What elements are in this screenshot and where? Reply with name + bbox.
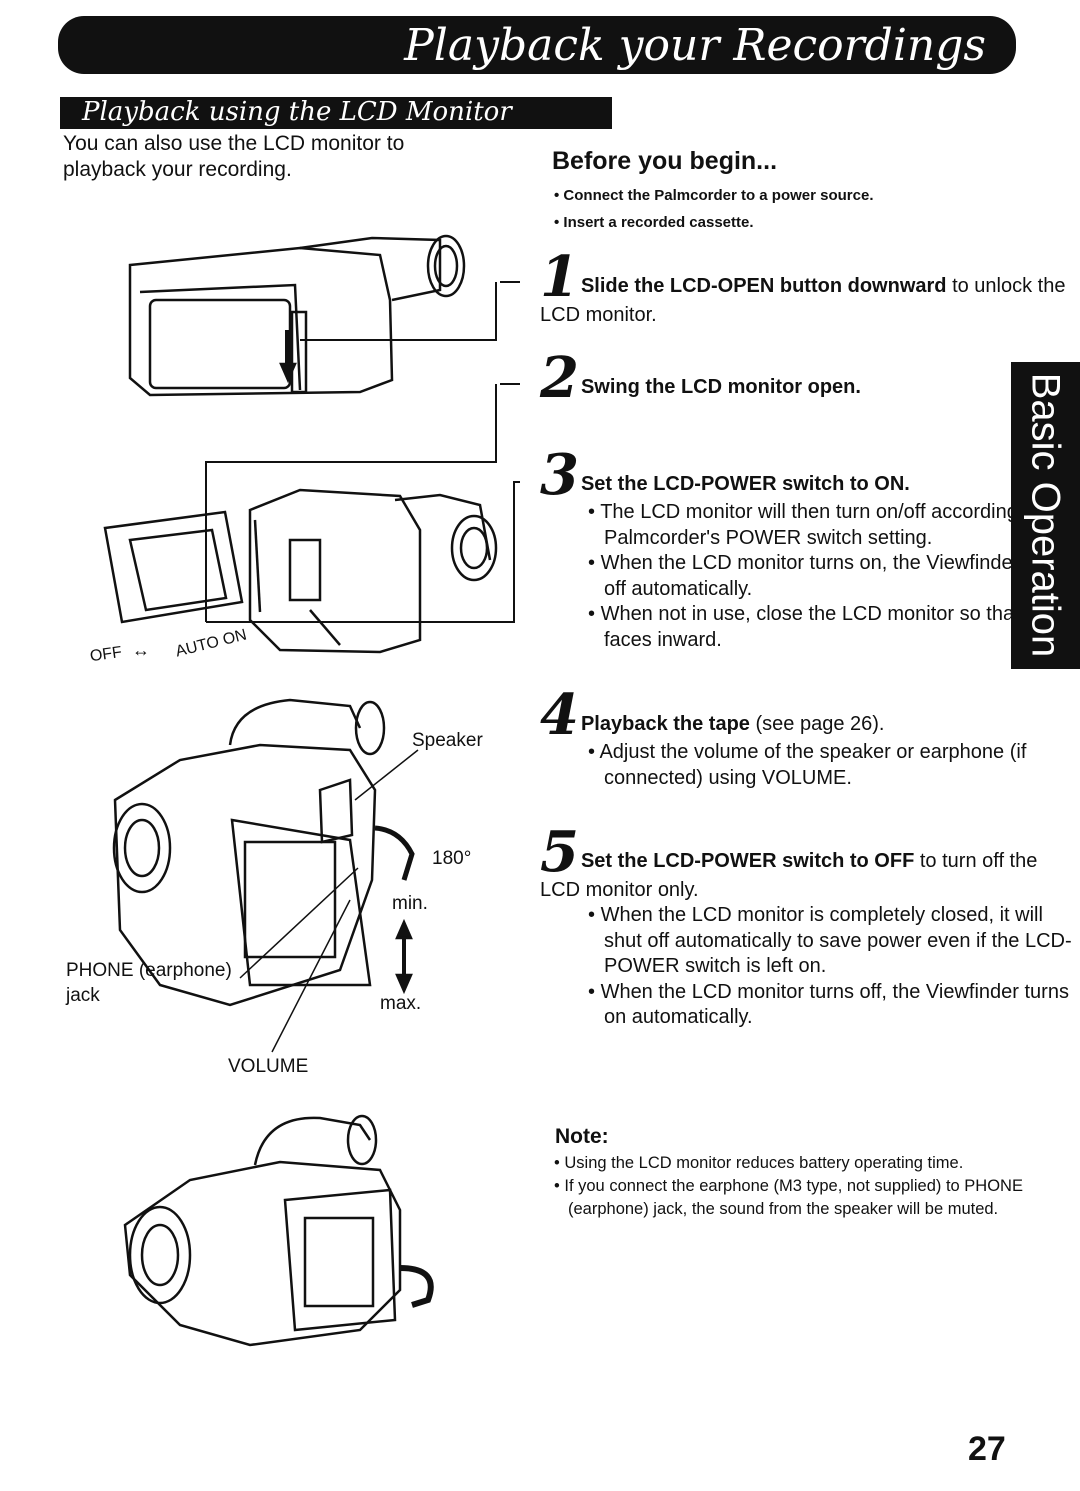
list-item: • If you connect the earphone (M3 type, … bbox=[554, 1177, 1023, 1218]
list-item: • Adjust the volume of the speaker or ea… bbox=[588, 741, 1027, 789]
step-number: 1 bbox=[540, 244, 579, 310]
speaker-label: Speaker bbox=[412, 730, 483, 751]
side-tab: Basic Operation bbox=[1011, 362, 1080, 669]
title-banner: Playback your Recordings bbox=[58, 16, 1016, 74]
list-item: • The LCD monitor will then turn on/off … bbox=[588, 501, 1074, 549]
section-title: Playback using the LCD Monitor bbox=[82, 97, 512, 127]
step-heading-rest: (see page 26). bbox=[749, 713, 885, 735]
max-label: max. bbox=[380, 993, 422, 1014]
list-item: • Using the LCD monitor reduces battery … bbox=[554, 1154, 964, 1172]
before-title: Before you begin... bbox=[552, 147, 778, 175]
list-item: • Connect the Palmcorder to a power sour… bbox=[554, 187, 874, 204]
phone-jack-label-2: jack bbox=[66, 985, 100, 1006]
camcorder-figure-1 bbox=[128, 234, 466, 397]
step-number: 2 bbox=[540, 345, 579, 411]
double-arrow-icon: ↔ bbox=[132, 640, 150, 660]
note-title: Note: bbox=[555, 1125, 609, 1148]
camcorder-figure-4 bbox=[123, 1114, 434, 1347]
side-tab-label: Basic Operation bbox=[1023, 372, 1068, 658]
volume-label: VOLUME bbox=[228, 1056, 309, 1077]
angle-label: 180° bbox=[432, 848, 472, 869]
list-item: • Insert a recorded cassette. bbox=[554, 214, 754, 231]
step-heading: Playback the tape bbox=[580, 713, 750, 735]
section-banner: Playback using the LCD Monitor bbox=[60, 97, 612, 129]
step-heading-rest: to turn off the LCD monitor only. bbox=[540, 850, 1038, 901]
step-number: 3 bbox=[540, 442, 579, 508]
list-item: • When the LCD monitor turns on, the Vie… bbox=[588, 552, 1070, 600]
step-heading: Set the LCD-POWER switch to OFF bbox=[580, 850, 915, 872]
phone-jack-label: PHONE (earphone) bbox=[66, 960, 232, 981]
note-list: • Using the LCD monitor reduces battery … bbox=[554, 1152, 1024, 1221]
camcorder-figure-3 bbox=[112, 698, 415, 1007]
intro-text: You can also use the LCD monitor to play… bbox=[63, 132, 405, 181]
before-list: • Connect the Palmcorder to a power sour… bbox=[554, 182, 874, 236]
step-heading-rest: to unlock the LCD monitor. bbox=[540, 275, 1066, 326]
step-heading: Set the LCD-POWER switch to ON. bbox=[580, 473, 910, 495]
list-item: • When not in use, close the LCD monitor… bbox=[588, 603, 1036, 651]
min-label: min. bbox=[392, 893, 428, 914]
camcorder-figure-2 bbox=[103, 488, 498, 654]
step-number: 5 bbox=[540, 819, 579, 885]
list-item: • When the LCD monitor turns off, the Vi… bbox=[588, 980, 1069, 1029]
page-number: 27 bbox=[968, 1430, 1006, 1468]
step-heading: Swing the LCD monitor open. bbox=[580, 376, 861, 398]
list-item: • When the LCD monitor is completely clo… bbox=[588, 904, 1072, 977]
step-heading: Slide the LCD-OPEN button downward bbox=[580, 275, 947, 297]
step-number: 4 bbox=[540, 682, 579, 748]
page-title: Playback your Recordings bbox=[404, 20, 986, 71]
